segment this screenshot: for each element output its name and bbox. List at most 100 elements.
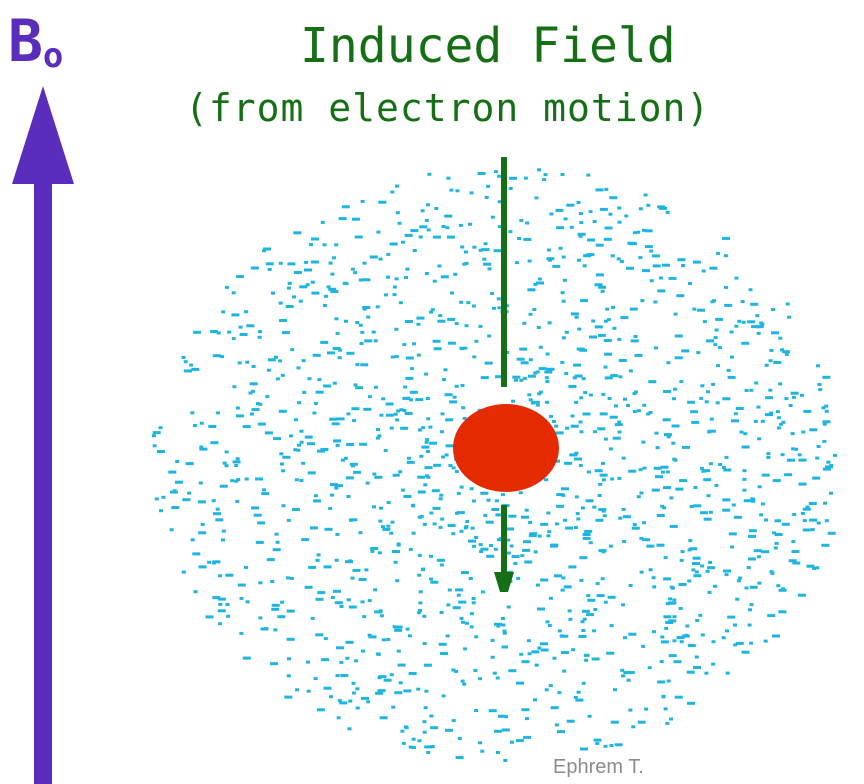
electron-dot <box>528 652 532 655</box>
electron-dot <box>582 377 586 380</box>
electron-dot <box>612 327 616 330</box>
electron-dot <box>236 414 244 417</box>
electron-dot <box>465 520 469 523</box>
electron-dot <box>482 258 486 261</box>
electron-dot <box>560 635 568 638</box>
electron-dot <box>730 331 734 334</box>
electron-dot <box>757 332 761 335</box>
electron-dot <box>328 507 332 510</box>
electron-dot <box>815 457 819 460</box>
electron-dot <box>548 624 552 627</box>
electron-dot <box>556 226 564 229</box>
electron-dot <box>687 671 695 674</box>
electron-dot <box>458 737 462 740</box>
electron-dot <box>705 400 709 403</box>
electron-dot <box>761 420 765 423</box>
electron-dot <box>398 222 402 225</box>
electron-dot <box>565 527 573 530</box>
electron-dot <box>809 428 817 431</box>
electron-dot <box>393 293 397 296</box>
electron-dot <box>571 425 579 428</box>
electron-dot <box>646 545 654 548</box>
electron-dot <box>710 418 714 421</box>
electron-dot <box>583 533 591 536</box>
electron-dot <box>657 681 665 684</box>
electron-dot <box>440 564 444 567</box>
electron-dot <box>468 223 472 226</box>
electron-dot <box>391 521 395 524</box>
electron-dot <box>376 428 380 431</box>
electron-dot <box>252 408 260 411</box>
electron-dot <box>650 279 654 282</box>
electron-dot <box>190 411 194 414</box>
electron-dot <box>696 351 700 354</box>
applied-field-shaft <box>34 170 52 784</box>
electron-dot <box>184 360 188 363</box>
electron-dot <box>351 577 355 580</box>
electron-dot <box>579 635 587 638</box>
electron-dot <box>210 441 218 444</box>
electron-dot <box>262 249 266 252</box>
electron-dot <box>398 470 402 473</box>
electron-dot <box>233 460 241 463</box>
electron-dot <box>418 491 426 494</box>
electron-dot <box>523 736 531 739</box>
electron-dot <box>589 336 597 339</box>
electron-dot <box>781 421 785 424</box>
electron-dot <box>491 639 495 642</box>
electron-dot <box>272 604 280 607</box>
electron-dot <box>271 292 275 295</box>
electron-dot <box>610 744 614 747</box>
electron-dot <box>679 607 683 610</box>
electron-dot <box>340 605 344 608</box>
electron-dot <box>359 578 367 581</box>
electron-dot <box>321 658 329 661</box>
electron-dot <box>313 354 321 357</box>
electron-dot <box>485 362 493 365</box>
electron-dot <box>342 205 350 208</box>
electron-dot <box>699 397 703 400</box>
electron-dot <box>201 523 205 526</box>
electron-dot <box>280 463 284 466</box>
electron-dot <box>676 294 684 297</box>
electron-dot <box>355 363 359 366</box>
electron-dot <box>642 269 650 272</box>
electron-dot <box>461 680 465 683</box>
electron-dot <box>534 550 538 553</box>
electron-dot <box>803 508 811 511</box>
electron-dot <box>799 459 807 462</box>
electron-dot <box>754 420 758 423</box>
electron-dot <box>737 579 741 582</box>
electron-dot <box>822 420 830 423</box>
electron-dot <box>724 254 728 257</box>
electron-dot <box>573 376 577 379</box>
electron-dot <box>218 574 222 577</box>
electron-dot <box>812 477 820 480</box>
electron-dot <box>216 508 220 511</box>
electron-dot <box>378 689 386 692</box>
electron-dot <box>494 730 502 733</box>
electron-dot <box>363 408 371 411</box>
electron-dot <box>596 273 604 276</box>
electron-dot <box>536 370 540 373</box>
electron-dot <box>212 562 216 565</box>
electron-dot <box>379 507 383 510</box>
electron-dot <box>354 383 358 386</box>
electron-dot <box>733 624 737 627</box>
electron-dot <box>540 523 548 526</box>
electron-dot <box>427 228 431 231</box>
electron-dot <box>787 316 791 319</box>
electron-dot <box>446 444 454 447</box>
electron-dot <box>737 320 741 323</box>
electron-dot <box>424 373 428 376</box>
electron-dot <box>353 569 361 572</box>
electron-dot <box>757 437 761 440</box>
electron-dot <box>577 691 581 694</box>
electron-dot <box>417 574 421 577</box>
electron-dot <box>192 552 200 555</box>
electron-dot <box>595 519 603 522</box>
electron-dot <box>725 573 729 576</box>
electron-dot <box>299 285 307 288</box>
electron-dot <box>527 288 535 291</box>
electron-dot <box>330 273 334 276</box>
